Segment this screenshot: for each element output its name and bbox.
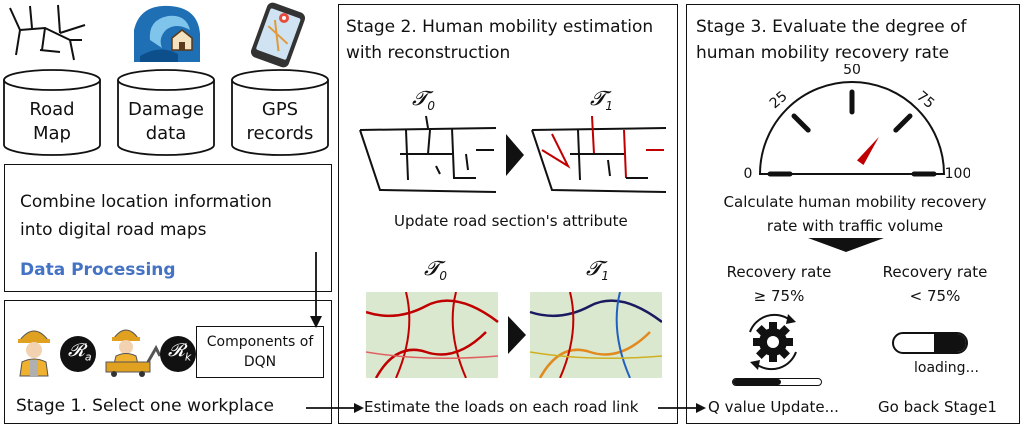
stage3-box	[686, 4, 1020, 424]
arrow-stage1-to-stage2	[306, 403, 364, 413]
loading-bar-icon	[892, 332, 968, 354]
gps-records-label: GPS records	[246, 99, 314, 144]
stage2-box	[338, 4, 678, 424]
data-processing-label: Data Processing	[20, 260, 176, 280]
agent-a-circle	[60, 336, 96, 372]
recovery-low-label: Recovery rate < 75%	[882, 263, 988, 305]
map-arrow	[508, 316, 526, 354]
stage1-agents	[18, 329, 196, 377]
arrow-down	[310, 252, 322, 328]
go-back-text: Go back Stage1	[878, 398, 997, 416]
recovery-high-label: Recovery rate ≥ 75%	[726, 263, 832, 305]
worker-icon	[18, 330, 50, 377]
data-processing-box	[4, 164, 332, 292]
traffic-map-t1	[529, 292, 662, 378]
t0-top-label: 𝓣0	[412, 86, 435, 113]
stage3-title: Stage 3. Evaluate the degree of human mo…	[696, 17, 967, 63]
q-value-text: Q value Update...	[708, 398, 839, 416]
dqn-components-box	[196, 326, 324, 378]
processing-text: Combine location information into digita…	[20, 192, 272, 240]
t0-to-t1-arrow	[506, 134, 524, 176]
database-cylinders	[3, 69, 329, 156]
calc-text: Calculate human mobility recovery rate w…	[723, 193, 987, 235]
gauge-tick	[791, 113, 811, 133]
traffic-maps	[366, 292, 662, 378]
stage1-title: Stage 1. Select one workplace	[16, 396, 274, 416]
t0-bottom-label: 𝓣0	[424, 256, 447, 283]
loading-text: loading...	[914, 360, 979, 376]
road-network-t0	[359, 115, 497, 193]
t1-top-label: 𝓣1	[590, 86, 613, 113]
t1-bottom-label: 𝓣1	[586, 256, 609, 283]
stage1-box	[4, 300, 332, 424]
road-map-label: Road Map	[29, 99, 75, 144]
gauge-tick-label: 50	[843, 64, 861, 78]
q-progress-fill	[733, 379, 782, 385]
worker-excavator-icon	[105, 329, 162, 377]
traffic-map-t0	[366, 292, 499, 378]
road-network-t1	[531, 115, 666, 193]
stage2-title: Stage 2. Human mobility estimation with …	[346, 17, 654, 63]
down-triangle	[808, 238, 884, 252]
dqn-components-label: Components of DQN	[206, 334, 314, 370]
gauge-tick-label: 0	[744, 166, 753, 182]
stage2-caption: Update road section's attribute	[394, 212, 628, 230]
damage-data-label: Damage data	[128, 99, 204, 144]
loading-fill	[933, 334, 966, 352]
agent-a-symbol: 𝓡a	[68, 340, 92, 364]
stage2-footer: Estimate the loads on each road link	[364, 398, 639, 416]
gauge-tick	[893, 113, 913, 133]
source-icons	[3, 2, 329, 156]
gps-phone-icon	[250, 2, 306, 68]
agent-k-symbol: 𝓡k	[168, 340, 192, 364]
road-network-diagrams	[359, 115, 666, 193]
arrow-stage2-to-stage3	[658, 403, 706, 413]
gear-icon	[749, 313, 797, 371]
gauge-tick-label: 100	[945, 166, 970, 182]
agent-k-circle	[160, 336, 196, 372]
road-map-icon	[9, 4, 86, 61]
q-progress-bar	[732, 378, 822, 386]
gauge-needle	[856, 136, 880, 166]
tsunami-icon	[134, 4, 200, 62]
